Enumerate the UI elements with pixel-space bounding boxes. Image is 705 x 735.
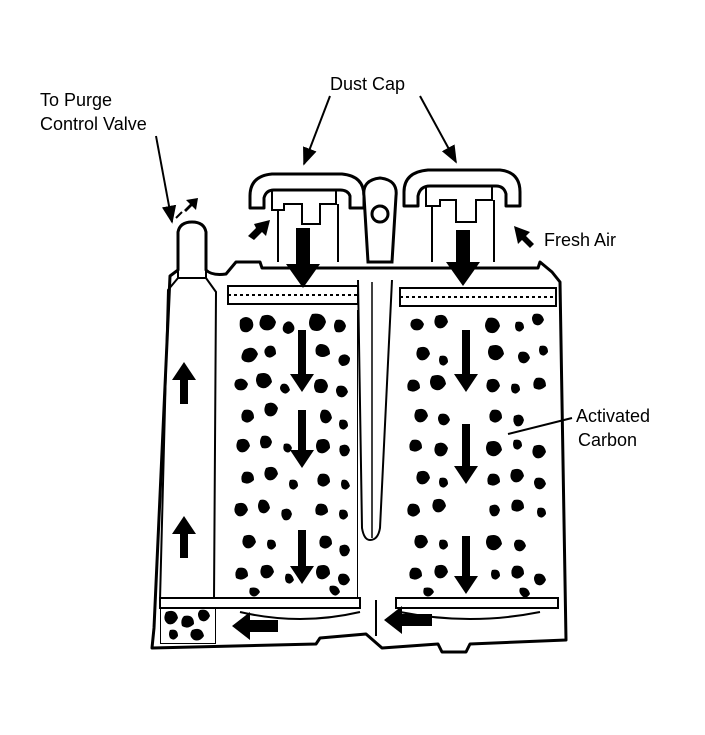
- leader-dust-cap-left: [303, 95, 331, 166]
- dust-cap-right: [402, 168, 522, 262]
- leader-dust-cap-right: [419, 95, 457, 164]
- leader-carbon: [507, 417, 573, 435]
- label-carbon: Carbon: [578, 430, 637, 450]
- top-screen-left: [227, 285, 359, 305]
- purge-tube-carbon: [160, 607, 216, 644]
- bottom-screen-right: [395, 597, 559, 609]
- flow-arrows-up: [172, 362, 196, 558]
- flow-arrows-left: [232, 606, 432, 640]
- activated-carbon-bed-right: [403, 310, 553, 599]
- dust-cap-left: [248, 172, 366, 262]
- fresh-air-arrow: [514, 226, 534, 248]
- flow-arrows-down: [286, 228, 480, 594]
- leader-purge: [155, 135, 177, 224]
- label-dust-cap: Dust Cap: [330, 74, 405, 94]
- label-fresh-air: Fresh Air: [544, 230, 616, 250]
- center-vent-cap: [362, 176, 398, 264]
- air-arrow-left-in: [248, 220, 270, 240]
- label-activated: Activated: [576, 406, 650, 426]
- label-control-valve: Control Valve: [40, 114, 147, 134]
- top-screen-right: [399, 287, 557, 307]
- bottom-screen-left: [159, 597, 361, 609]
- label-to-purge: To Purge: [40, 90, 112, 110]
- center-partition: [357, 279, 393, 542]
- purge-outlet-arrow: [175, 198, 198, 219]
